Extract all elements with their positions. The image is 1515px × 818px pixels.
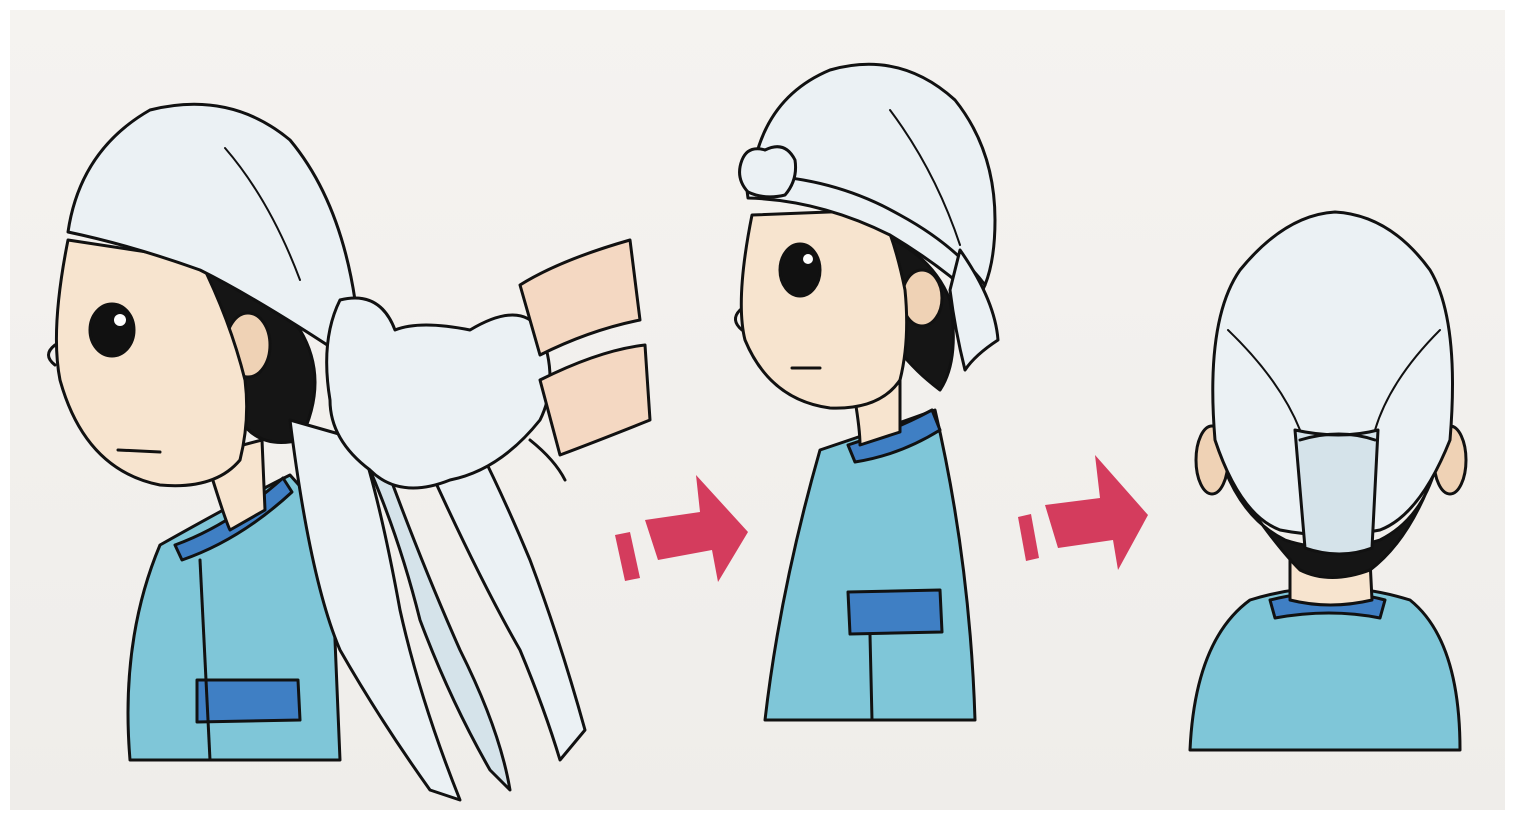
step-3-figure bbox=[1190, 212, 1466, 750]
step-1-sleeve-band bbox=[197, 680, 300, 722]
step-2-sleeve-band bbox=[848, 590, 942, 634]
step-3-scarf-tail bbox=[1295, 430, 1378, 554]
step-1-mouth bbox=[118, 450, 160, 452]
step-1-eye bbox=[90, 304, 134, 356]
step-2-front-knot bbox=[740, 147, 796, 197]
step-2-eye bbox=[780, 244, 820, 296]
